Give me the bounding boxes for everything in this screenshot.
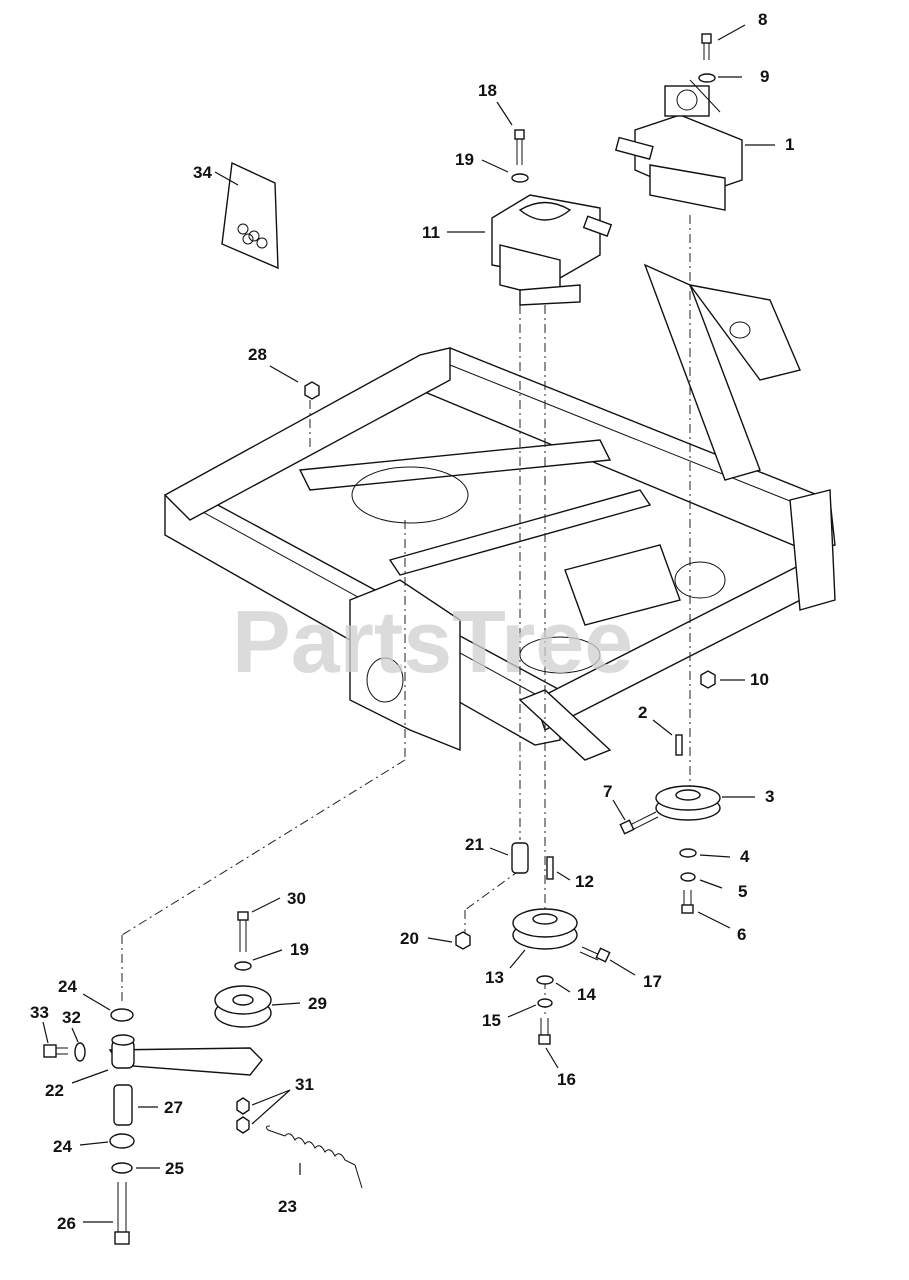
callout-16: 16 [557,1070,576,1089]
set-screw-17 [579,946,611,963]
callout-20: 20 [400,929,419,948]
set-screw-7 [619,811,659,835]
callout-13: 13 [485,968,504,987]
bolt-18 [514,129,525,165]
decal-part [221,161,279,270]
bushing-24-top [110,1008,134,1022]
callout-labels: 8 9 1 18 19 11 34 28 10 2 3 7 4 5 6 21 1… [30,10,794,1233]
watermark: PartsTree [232,592,633,691]
lock-washer-5 [680,872,696,882]
callout-11: 11 [422,223,440,242]
callout-22: 22 [45,1081,64,1100]
lock-washer-15 [537,998,553,1008]
callout-2: 2 [638,703,647,722]
callout-26: 26 [57,1214,76,1233]
callout-3: 3 [765,787,774,806]
washer-25 [111,1162,133,1174]
callout-14: 14 [577,985,596,1004]
callout-1: 1 [785,135,794,154]
spacer-21 [511,842,529,874]
callout-21: 21 [465,835,484,854]
callout-4: 4 [740,847,750,866]
washer-14 [536,975,554,985]
callout-27: 27 [164,1098,183,1117]
sleeve-27 [113,1084,133,1126]
nut-20 [455,931,471,950]
bolt-16 [538,1018,551,1045]
bolt-33 [43,1044,68,1058]
callout-15: 15 [482,1011,501,1030]
nut-10 [700,670,716,689]
callout-19-top: 19 [455,150,474,169]
callout-6: 6 [737,925,746,944]
callout-12: 12 [575,872,594,891]
idler-pulley-29 [214,985,272,1028]
callout-34: 34 [193,163,212,182]
callout-28: 28 [248,345,267,364]
hydro-pump-left [491,194,613,306]
nut-31-a [236,1097,250,1115]
callout-24-top: 24 [58,977,77,996]
spring-23 [265,1125,363,1189]
washer-9 [698,73,716,83]
pulley-13 [512,908,578,950]
callout-23: 23 [278,1197,297,1216]
callout-32: 32 [62,1008,81,1027]
hydro-pump-right [614,79,743,211]
bolt-30 [237,911,249,952]
callout-30: 30 [287,889,306,908]
bushing-24-bottom [109,1133,135,1149]
bolt-8 [701,33,712,60]
washer-19-lower [234,961,252,971]
callout-9: 9 [760,67,769,86]
callout-17: 17 [643,972,662,991]
bolt-26 [114,1182,130,1245]
nut-31-b [236,1116,250,1134]
key-12 [546,856,554,880]
callout-25: 25 [165,1159,184,1178]
washer-4 [679,848,697,858]
leader-lines [42,24,775,1223]
callout-5: 5 [738,882,747,901]
mower-frame [163,263,836,761]
nut-28 [304,381,320,400]
callout-33: 33 [30,1003,49,1022]
callout-8: 8 [758,10,767,29]
washer-32 [74,1042,86,1062]
callout-29: 29 [308,994,327,1013]
assembly-lines [121,215,691,1015]
callout-24-bottom: 24 [53,1137,72,1156]
callout-10: 10 [750,670,769,689]
callout-19-lower: 19 [290,940,309,959]
key-2 [675,734,683,756]
callout-31: 31 [295,1075,314,1094]
pulley-3 [655,785,721,821]
callout-7: 7 [603,782,612,801]
washer-19-top [511,173,529,183]
bolt-6 [681,890,694,914]
callout-18: 18 [478,81,497,100]
idler-arm-22 [108,1034,263,1076]
